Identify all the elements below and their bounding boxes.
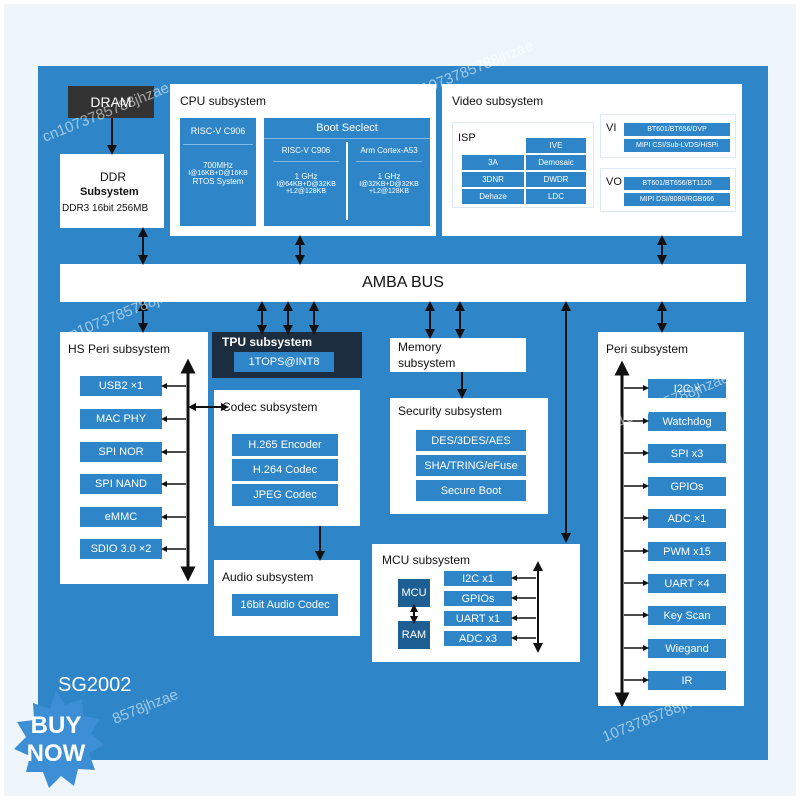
hs-peri-item: USB2 ×1 (80, 376, 162, 396)
mcu-item: GPIOs (444, 591, 512, 606)
peri-item: IR (648, 671, 726, 690)
boot-select-label: Boot Seclect (316, 122, 378, 134)
riscv-rtos-spec-1: 700MHz (203, 161, 233, 170)
riscv-rtos-name: RISC-V C906 (190, 126, 246, 136)
memory-title-line-1: Memory (398, 340, 442, 354)
boot-core-riscv-spec-2: I@64KB+D@32KB (276, 181, 336, 188)
hs-peri-item: SDIO 3.0 ×2 (80, 539, 162, 559)
peri-item: I2C × (648, 379, 726, 398)
security-title: Security subsystem (398, 404, 503, 418)
peri-item: SPI x3 (648, 444, 726, 463)
peri-item: Wiegand (648, 639, 726, 658)
boot-core-arm-spec-3: +L2@128KB (369, 188, 409, 195)
hs-peri-item: SPI NAND (80, 474, 162, 494)
boot-core-arm-spec-2: I@32KB+D@32KB (359, 181, 419, 188)
vo-item: MIPI DSI/8080/RGB666 (624, 193, 730, 206)
mcu-title: MCU subsystem (382, 553, 471, 567)
codec-item: H.265 Encoder (232, 434, 338, 456)
boot-core-arm: Arm Cortex-A53 1 GHz I@32KB+D@32KB +L2@1… (350, 146, 428, 220)
peri-item: Key Scan (648, 606, 726, 625)
video-title: Video subsystem (452, 94, 544, 108)
riscv-rtos-spec-2: I@16KB+D@16KB (188, 170, 248, 177)
audio-title: Audio subsystem (222, 570, 314, 584)
boot-core-arm-name: Arm Cortex-A53 (360, 146, 418, 155)
vi-label: VI (606, 122, 617, 134)
mcu-item: I2C x1 (444, 571, 512, 586)
codec-title: Codec subsystem (222, 400, 318, 414)
vi-item: BT601/BT656/DVP (624, 123, 730, 136)
mcu-core: MCU (398, 579, 430, 607)
badge-text: BUY NOW (16, 712, 96, 768)
isp-cell: 3DNR (462, 172, 524, 187)
hs-peri-title: HS Peri subsystem (68, 342, 171, 356)
riscv-rtos-spec-3: RTOS System (192, 177, 244, 186)
isp-cell: Demosaic (526, 155, 586, 170)
hs-peri-item: eMMC (80, 507, 162, 527)
security-item: Secure Boot (416, 480, 526, 501)
peri-item: Watchdog (648, 412, 726, 431)
badge-line-1: BUY (30, 712, 82, 739)
hs-peri-item: MAC PHY (80, 409, 162, 429)
boot-core-arm-spec-1: 1 GHz (377, 172, 401, 181)
amba-bus-label: AMBA BUS (362, 274, 444, 291)
hs-peri-item: SPI NOR (80, 442, 162, 462)
peri-item: ADC ×1 (648, 509, 726, 528)
badge-line-2: NOW (26, 740, 86, 767)
boot-core-riscv-divider (273, 161, 339, 162)
tpu-title: TPU subsystem (222, 335, 313, 349)
boot-core-riscv: RISC-V C906 1 GHz I@64KB+D@32KB +L2@128K… (268, 146, 344, 220)
memory-subsystem (390, 338, 526, 372)
mcu-ram: RAM (398, 621, 430, 649)
boot-select-divider (264, 138, 430, 139)
codec-item: JPEG Codec (232, 484, 338, 506)
dram-block: DRAM (68, 86, 154, 118)
vo-item: BT601/BT656/BT1120 (624, 177, 730, 190)
security-item: SHA/TRING/eFuse (416, 455, 526, 476)
memory-title-line-2: subsystem (398, 356, 456, 370)
isp-cell: LDC (526, 189, 586, 204)
mcu-item: ADC x3 (444, 631, 512, 646)
riscv-rtos-divider (183, 144, 253, 145)
isp-cell: Dehaze (462, 189, 524, 204)
isp-cell: IVE (526, 138, 586, 153)
boot-core-riscv-spec-1: 1 GHz (294, 172, 318, 181)
ddr-subsystem (60, 154, 164, 228)
ddr-subtitle: Subsystem (80, 186, 139, 198)
codec-item: H.264 Codec (232, 459, 338, 481)
riscv-rtos-core: RISC-V C906 700MHz I@16KB+D@16KB RTOS Sy… (180, 118, 256, 226)
cpu-title: CPU subsystem (180, 94, 267, 108)
mcu-item: UART x1 (444, 611, 512, 626)
security-item: DES/3DES/AES (416, 430, 526, 451)
boot-core-riscv-spec-3: +L2@128KB (286, 188, 326, 195)
boot-core-arm-divider (356, 161, 422, 162)
vi-item: MIPI CSI/Sub-LVDS/HiSPi (624, 139, 730, 152)
peri-item: UART ×4 (648, 574, 726, 593)
peri-title: Peri subsystem (606, 342, 689, 356)
vo-label: VO (606, 176, 622, 188)
isp-cell: DWDR (526, 172, 586, 187)
amba-bus: AMBA BUS (60, 264, 746, 302)
ddr-title: DDR (100, 170, 126, 184)
isp-label: ISP (458, 132, 476, 144)
tpu-value: 1TOPS@INT8 (234, 352, 334, 372)
isp-cell: 3A (462, 155, 524, 170)
boot-core-separator (346, 142, 348, 220)
ddr-detail: DDR3 16bit 256MB (62, 203, 149, 214)
peri-item: PWM x15 (648, 542, 726, 561)
peri-item: GPIOs (648, 477, 726, 496)
audio-item: 16bit Audio Codec (232, 594, 338, 616)
boot-core-riscv-name: RISC-V C906 (281, 146, 331, 155)
